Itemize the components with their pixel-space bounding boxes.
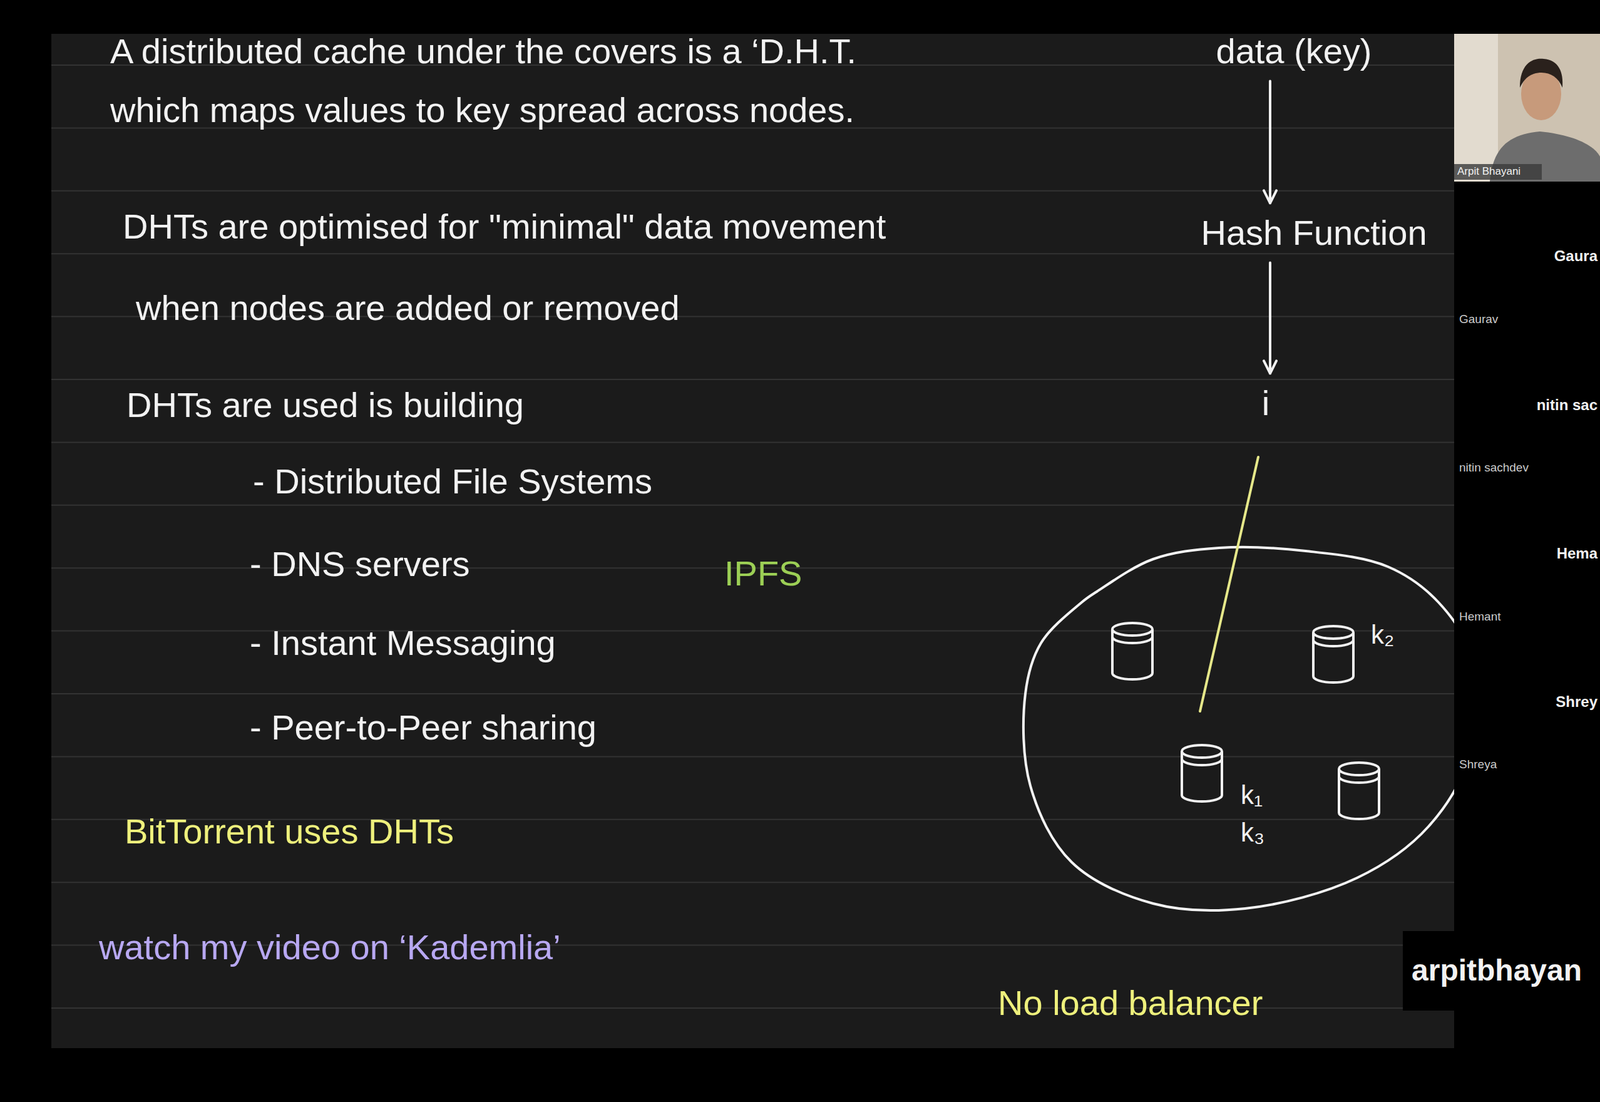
- video-caption: Arpit Bhayani: [1457, 165, 1521, 178]
- watermark: arpitbhayan: [1411, 952, 1582, 989]
- highlight-note: BitTorrent uses DHTs: [124, 810, 454, 852]
- bullet-item: - Peer-to-Peer sharing: [249, 706, 597, 749]
- ruled-line: [51, 441, 1455, 443]
- ruled-line: [51, 252, 1455, 255]
- participant-subname: nitin sachdev: [1459, 460, 1529, 476]
- webcam-person-hair: [1519, 58, 1563, 88]
- ruled-line: [51, 378, 1455, 380]
- key-label: k₂: [1370, 619, 1395, 651]
- hash-ring-line: [1200, 456, 1259, 712]
- bullet-item: - Distributed File Systems: [252, 460, 653, 503]
- flow-step: data (key): [1211, 27, 1378, 75]
- participant-name: nitin sac: [1536, 396, 1598, 415]
- participant-name: Shrey: [1555, 692, 1598, 712]
- webcam-background: [1454, 33, 1600, 182]
- ruled-line: [51, 692, 1455, 695]
- bullet-item: - Instant Messaging: [249, 621, 556, 664]
- notes-panel: [51, 33, 1455, 1048]
- ruled-line: [51, 190, 1455, 192]
- bullet-item: - DNS servers: [249, 542, 471, 585]
- flow-arrow: [1268, 262, 1272, 374]
- ruled-line: [51, 755, 1455, 757]
- database-symbol: [1181, 744, 1222, 802]
- step-text: i: [1261, 381, 1270, 424]
- database-symbol: [1112, 622, 1153, 680]
- flow-arrow: [1268, 81, 1272, 204]
- flow-step: i: [1256, 379, 1275, 427]
- note-text: which maps values to key spread across n…: [110, 88, 855, 131]
- participant-subname: Gaurav: [1459, 312, 1498, 327]
- participant-name: Gaura: [1554, 247, 1598, 266]
- participant-name: Hema: [1556, 544, 1598, 563]
- note-text: DHTs are used is building: [126, 383, 524, 426]
- step-text: Hash Function: [1200, 211, 1427, 254]
- note-text: DHTs are optimised for "minimal" data mo…: [122, 205, 886, 248]
- participant-subname: Hemant: [1459, 609, 1502, 625]
- ruled-lines: [51, 65, 1455, 1008]
- key-label: k₃: [1240, 816, 1265, 849]
- video-note: watch my video on ‘Kademlia’: [98, 925, 561, 968]
- watermark-box: [1402, 930, 1600, 1011]
- key-label: k₁: [1240, 779, 1263, 811]
- side-note: IPFS: [724, 552, 802, 595]
- database-symbol: [1338, 762, 1380, 819]
- flow-step: Hash Function: [1195, 209, 1432, 257]
- participant-subname: Shreya: [1459, 757, 1497, 772]
- note-text: when nodes are added or removed: [135, 286, 680, 329]
- webcam-wall: [1454, 33, 1498, 182]
- ruled-line: [51, 881, 1455, 883]
- step-text: data (key): [1216, 30, 1373, 72]
- node-cluster-outline: [1023, 547, 1455, 911]
- webcam-view: [1454, 33, 1600, 182]
- database-symbol: [1313, 625, 1354, 683]
- ruled-line: [51, 504, 1455, 506]
- webcam-caption-strip: [1454, 164, 1542, 180]
- note-text: No load balancer: [997, 981, 1263, 1024]
- note-text: A distributed cache under the covers is …: [110, 30, 857, 72]
